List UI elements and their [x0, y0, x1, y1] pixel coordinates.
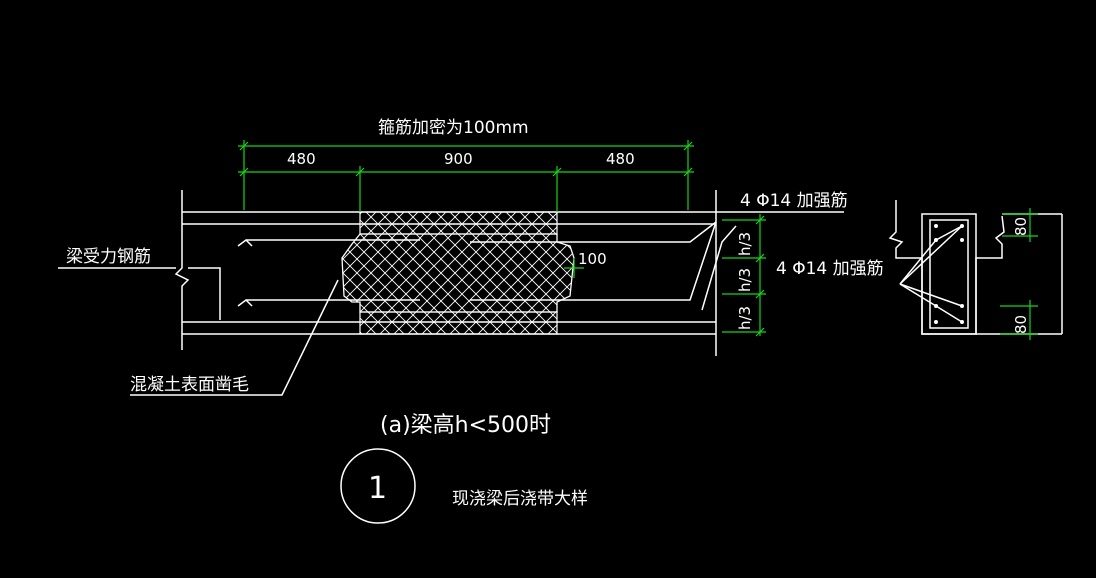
stirrup-note: 箍筋加密为100mm: [378, 118, 529, 138]
dim-mid-900: 900: [444, 150, 473, 168]
cross-section: [888, 200, 1063, 340]
dim-h3-top: h/3: [736, 232, 754, 256]
dim-left-480: 480: [287, 150, 316, 168]
post-pour-strip: [341, 211, 575, 335]
main-bar-label: 梁受力钢筋: [66, 247, 151, 267]
dim-100: 100: [578, 250, 607, 268]
rebar-lines: [237, 221, 717, 307]
rebar-label-right: 4 Φ14 加强筋: [776, 259, 884, 279]
leader-lines: [58, 211, 844, 396]
dim-h3-mid: h/3: [736, 268, 754, 292]
detail-number: 1: [368, 471, 387, 506]
dimension-lines: [238, 140, 766, 337]
rebar-label-top: 4 Φ14 加强筋: [740, 191, 848, 211]
caption: (a)梁高h<500时: [380, 413, 551, 438]
dim-h3-bottom: h/3: [736, 306, 754, 330]
dim-right-480: 480: [606, 150, 635, 168]
dim-80-top: 80: [1012, 217, 1030, 236]
concrete-rough-label: 混凝土表面凿毛: [130, 375, 249, 395]
dim-80-bottom: 80: [1012, 315, 1030, 334]
detail-title: 现浇梁后浇带大样: [452, 489, 588, 509]
detail-bubble: [340, 448, 416, 524]
